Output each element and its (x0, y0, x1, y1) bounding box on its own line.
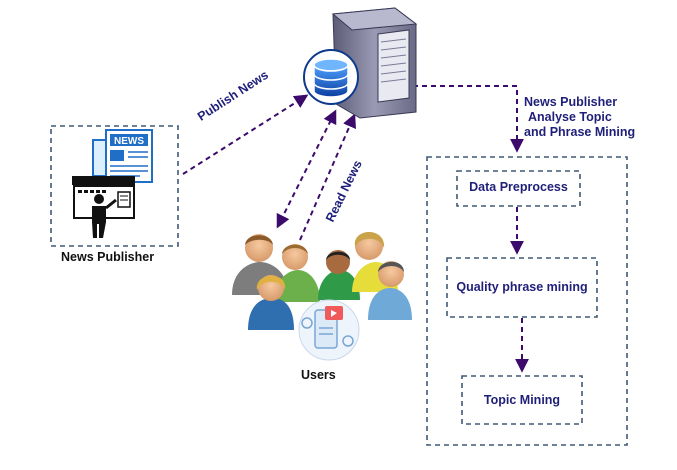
newspaper-icon: NEWS (92, 129, 153, 183)
users-group-icon (232, 232, 412, 330)
analyse-label-line2: Analyse Topic (528, 110, 612, 124)
newspaper-masthead: NEWS (114, 136, 144, 147)
news-publisher-label: News Publisher (61, 250, 155, 264)
data-preprocess-box (456, 170, 581, 207)
analyse-label-line3: and Phrase Mining (524, 125, 636, 139)
news-publisher-box (50, 125, 179, 247)
analysis-pipeline-box (426, 156, 628, 446)
presenter-icon (72, 176, 135, 238)
server-to-analysis-arrow (413, 85, 524, 153)
analyse-label-line1: News Publisher (524, 95, 618, 109)
quality-phrase-box (446, 257, 598, 318)
quality-phrase-mining-label: Quality phrase mining (456, 280, 588, 294)
topic-mining-box (461, 375, 583, 425)
publish-news-arrow (182, 94, 309, 175)
database-icon (303, 49, 359, 105)
data-preprocess-label: Data Preprocess (469, 180, 568, 194)
mobile-app-icon (298, 299, 360, 361)
topic-mining-label: Topic Mining (483, 393, 561, 407)
read-news-arrow-right (299, 113, 356, 241)
users-label: Users (301, 368, 336, 382)
read-news-arrow-left (276, 109, 337, 229)
